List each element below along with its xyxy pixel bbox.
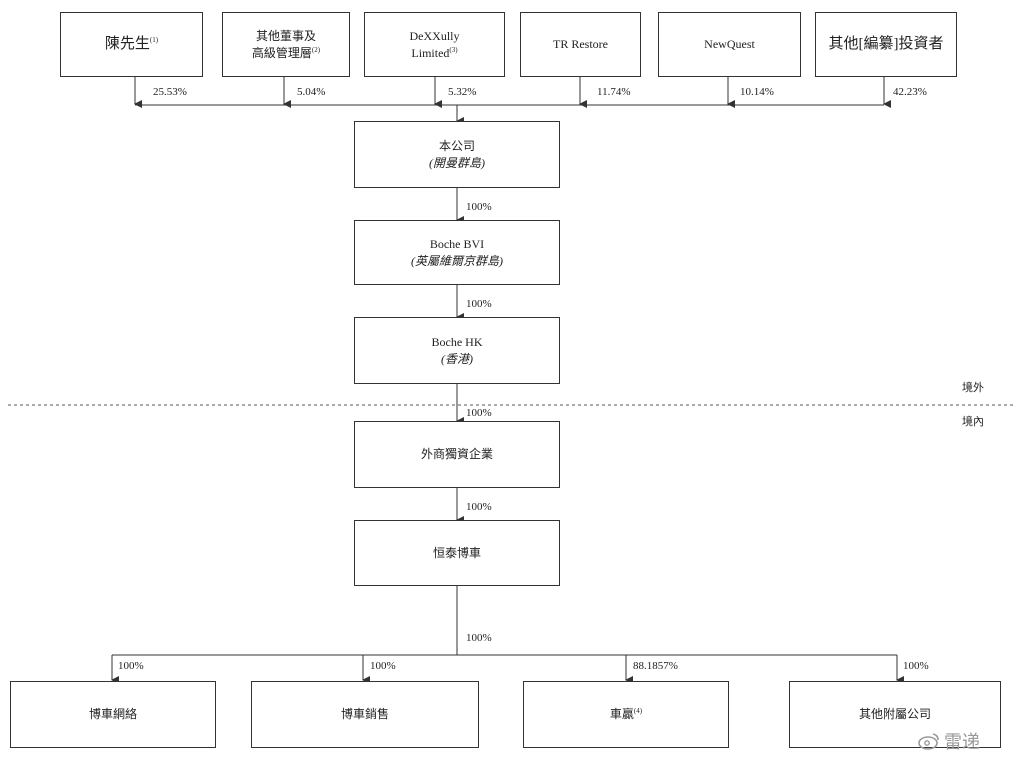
percent-label: 100% bbox=[466, 632, 492, 644]
subsidiary-cheying: 車贏(4) bbox=[523, 681, 729, 748]
percent-label: 10.14% bbox=[740, 86, 774, 98]
shareholder-mr-chen: 陳先生(1) bbox=[60, 12, 203, 77]
boche-hk-box: Boche HK (香港) bbox=[354, 317, 560, 384]
weibo-icon bbox=[918, 733, 939, 750]
wfoe-box: 外商獨資企業 bbox=[354, 421, 560, 488]
percent-label: 100% bbox=[118, 660, 144, 672]
percent-label: 11.74% bbox=[597, 86, 631, 98]
shareholder-newquest: NewQuest bbox=[658, 12, 801, 77]
shareholder-other-directors: 其他董事及 高級管理層(2) bbox=[222, 12, 350, 77]
subsidiary-others: 其他附屬公司 bbox=[789, 681, 1001, 748]
subsidiary-boche-sales: 博車銷售 bbox=[251, 681, 479, 748]
shareholder-other-investors: 其他[編纂]投資者 bbox=[815, 12, 957, 77]
subsidiary-boche-network: 博車網絡 bbox=[10, 681, 216, 748]
percent-label: 100% bbox=[903, 660, 929, 672]
percent-label: 100% bbox=[466, 407, 492, 419]
percent-label: 100% bbox=[466, 201, 492, 213]
percent-label: 100% bbox=[466, 501, 492, 513]
offshore-label: 境外 bbox=[962, 382, 984, 394]
watermark-text: 雷递 bbox=[944, 732, 980, 753]
company-box: 本公司 (開曼群島) bbox=[354, 121, 560, 188]
percent-label: 88.1857% bbox=[633, 660, 678, 672]
percent-label: 5.32% bbox=[448, 86, 477, 98]
watermark: 雷递 bbox=[918, 728, 980, 754]
shareholder-tr-restore: TR Restore bbox=[520, 12, 641, 77]
percent-label: 25.53% bbox=[153, 86, 187, 98]
percent-label: 42.23% bbox=[893, 86, 927, 98]
percent-label: 5.04% bbox=[297, 86, 326, 98]
boche-bvi-box: Boche BVI (英屬維爾京群島) bbox=[354, 220, 560, 285]
percent-label: 100% bbox=[370, 660, 396, 672]
shareholder-dexxully: DeXXully Limited(3) bbox=[364, 12, 505, 77]
onshore-label: 境內 bbox=[962, 416, 984, 428]
hengtai-box: 恒泰博車 bbox=[354, 520, 560, 586]
percent-label: 100% bbox=[466, 298, 492, 310]
